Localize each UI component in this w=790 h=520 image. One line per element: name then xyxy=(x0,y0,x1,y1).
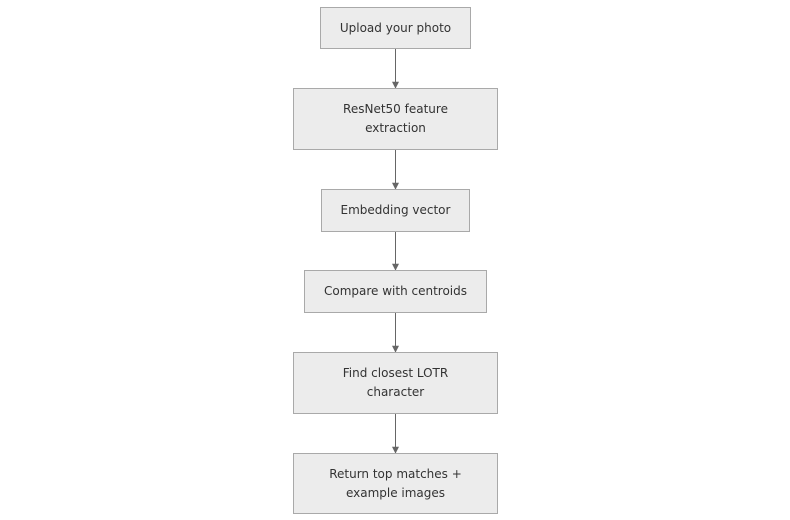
node-upload-photo-label: Upload your photo xyxy=(339,20,452,35)
node-embedding-vector: Embedding vector xyxy=(321,189,470,232)
node-compare-centroids: Compare with centroids xyxy=(304,270,487,313)
node-upload-photo: Upload your photo xyxy=(320,7,471,49)
node-embedding-vector-label: Embedding vector xyxy=(340,203,451,217)
node-find-closest-character-label: Find closest LOTR character xyxy=(342,366,449,399)
node-find-closest-character: Find closest LOTR character xyxy=(293,352,498,414)
node-compare-centroids-label: Compare with centroids xyxy=(323,284,468,298)
node-return-top-matches: Return top matches + example images xyxy=(293,453,498,514)
node-resnet-feature-extraction-label: ResNet50 feature extraction xyxy=(343,102,448,135)
node-resnet-feature-extraction: ResNet50 feature extraction xyxy=(293,88,498,150)
node-return-top-matches-label: Return top matches + example images xyxy=(329,466,462,500)
